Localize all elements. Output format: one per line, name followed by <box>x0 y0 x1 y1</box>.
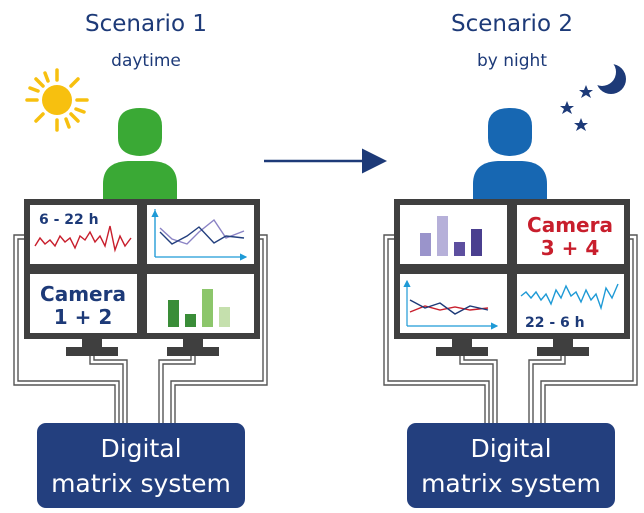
camera-label-line1: Camera <box>40 282 126 306</box>
system-label-line2: matrix system <box>51 469 231 498</box>
scenario-2-subtitle: by night <box>477 51 547 71</box>
monitor-icon <box>400 274 507 333</box>
monitor-icon: Camera 1 + 2 <box>30 274 137 333</box>
digital-matrix-system-box: Digital matrix system <box>407 423 615 508</box>
scenario-1-subtitle: daytime <box>111 51 181 71</box>
monitor-icon: 6 - 22 h <box>30 205 137 264</box>
scenario-1-title: Scenario 1 <box>85 11 207 37</box>
scenario-2-title: Scenario 2 <box>451 11 573 37</box>
time-label: 6 - 22 h <box>39 212 99 228</box>
system-label-line1: Digital <box>100 434 181 463</box>
monitor-icon <box>147 205 254 264</box>
system-label-line1: Digital <box>470 434 551 463</box>
person-icon <box>103 108 177 205</box>
person-icon <box>473 108 547 205</box>
time-label: 22 - 6 h <box>525 315 585 331</box>
scenario-2: Scenario 2 by night <box>383 11 638 508</box>
monitor-icon: 22 - 6 h <box>517 274 624 333</box>
system-label-line2: matrix system <box>421 469 601 498</box>
monitor-wall: Camera 3 + 4 22 - 6 h <box>394 199 630 339</box>
video-wires <box>13 234 268 425</box>
camera-label-line2: 1 + 2 <box>54 305 113 329</box>
blue-line-chart <box>520 283 619 311</box>
sun-icon <box>25 68 89 132</box>
moon-icon <box>588 58 626 94</box>
star-icon <box>560 85 593 131</box>
monitor-icon <box>147 274 254 333</box>
digital-matrix-system-box: Digital matrix system <box>37 423 245 508</box>
monitor-stand <box>66 337 219 356</box>
scenario-1: Scenario 1 daytime <box>13 11 268 508</box>
camera-label-line1: Camera <box>527 213 613 237</box>
monitor-wall: 6 - 22 h Camera 1 + 2 <box>24 199 260 339</box>
video-wires <box>383 234 638 425</box>
camera-label-line2: 3 + 4 <box>541 236 600 260</box>
monitor-icon <box>400 205 507 264</box>
monitor-stand <box>436 337 589 356</box>
monitor-icon: Camera 3 + 4 <box>517 205 624 264</box>
red-line-chart <box>34 225 132 253</box>
